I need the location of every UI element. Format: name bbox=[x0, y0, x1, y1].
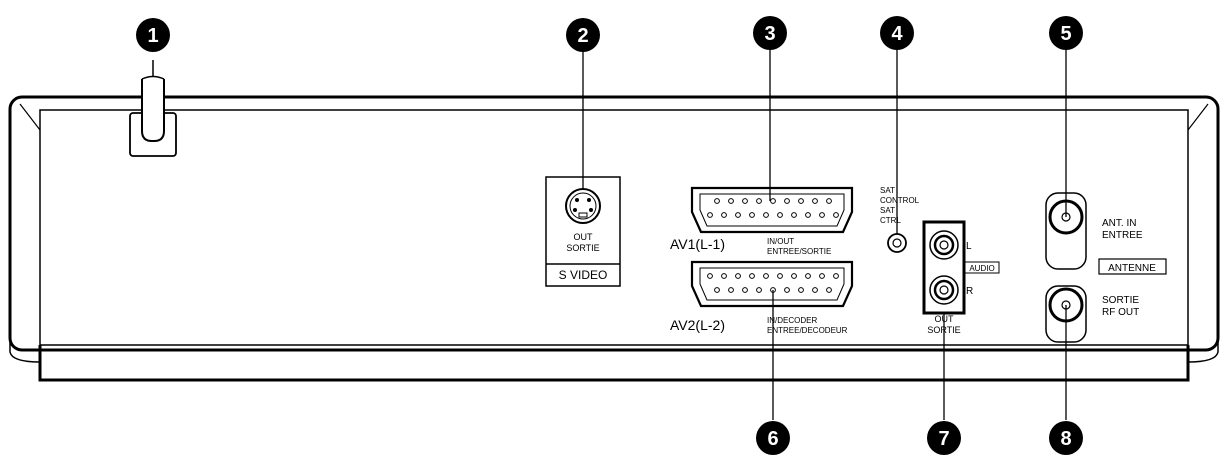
marker-1-text: 1 bbox=[147, 25, 158, 47]
power-cord bbox=[129, 60, 177, 157]
rf-out-line1: SORTIE bbox=[1102, 295, 1139, 306]
svideo-section: OUT SORTIE S VIDEO bbox=[545, 176, 621, 287]
audio-out-section: L R AUDIO OUT SORTIE bbox=[922, 220, 1000, 335]
av2-line2-label: ENTREE/DECODEUR bbox=[767, 326, 848, 335]
antenna-in-line2: ENTREE bbox=[1102, 230, 1143, 241]
av2-scart[interactable] bbox=[690, 260, 854, 308]
sat-line3: SAT bbox=[880, 206, 895, 215]
audio-r-jack[interactable] bbox=[929, 275, 959, 305]
marker-3: 3 bbox=[753, 16, 787, 50]
av2-name-label: AV2(L-2) bbox=[670, 317, 725, 333]
sat-control-labels: SAT CONTROL SAT CTRL bbox=[880, 186, 920, 225]
av1-name-label: AV1(L-1) bbox=[670, 236, 725, 252]
marker-5: 5 bbox=[1049, 16, 1083, 50]
audio-r-label: R bbox=[966, 286, 973, 297]
av1-line1-label: IN/OUT bbox=[767, 237, 794, 246]
antenna-label: ANTENNE bbox=[1108, 263, 1156, 274]
sat-line2: CONTROL bbox=[880, 196, 920, 205]
marker-8: 8 bbox=[1049, 421, 1083, 455]
audio-l-label: L bbox=[966, 241, 972, 252]
antenna-in-line1: ANT. IN bbox=[1102, 218, 1136, 229]
svideo-sortie-label: SORTIE bbox=[566, 243, 599, 253]
marker-6: 6 bbox=[756, 421, 790, 455]
antenna-section: ANT. IN ENTREE ANTENNE SORTIE RF OUT bbox=[1045, 192, 1167, 343]
marker-4-text: 4 bbox=[891, 23, 903, 45]
svideo-jack[interactable] bbox=[565, 188, 601, 224]
leader-lines bbox=[582, 48, 1067, 420]
audio-label: AUDIO bbox=[969, 264, 994, 273]
av1-pins bbox=[707, 198, 839, 218]
sat-line1: SAT bbox=[880, 186, 895, 195]
marker-6-text: 6 bbox=[767, 428, 778, 450]
marker-7: 7 bbox=[927, 421, 961, 455]
marker-8-text: 8 bbox=[1060, 428, 1071, 450]
svideo-out-label: OUT bbox=[574, 232, 594, 242]
marker-5-text: 5 bbox=[1060, 23, 1071, 45]
marker-2: 2 bbox=[566, 18, 600, 52]
rf-out-line2: RF OUT bbox=[1102, 307, 1139, 318]
marker-1: 1 bbox=[136, 18, 170, 52]
av1-line2-label: ENTREE/SORTIE bbox=[767, 247, 831, 256]
sat-control-jack[interactable] bbox=[887, 233, 907, 253]
marker-4: 4 bbox=[880, 16, 914, 50]
av2-pins bbox=[707, 273, 839, 293]
marker-3-text: 3 bbox=[764, 23, 775, 45]
audio-l-jack[interactable] bbox=[929, 230, 959, 260]
marker-7-text: 7 bbox=[938, 428, 949, 450]
svideo-label: S VIDEO bbox=[559, 268, 608, 282]
av2-line1-label: IN/DECODER bbox=[767, 316, 817, 325]
marker-2-text: 2 bbox=[577, 25, 588, 47]
av1-scart[interactable] bbox=[690, 186, 854, 234]
chassis bbox=[8, 95, 1220, 382]
sat-line4: CTRL bbox=[880, 216, 901, 225]
